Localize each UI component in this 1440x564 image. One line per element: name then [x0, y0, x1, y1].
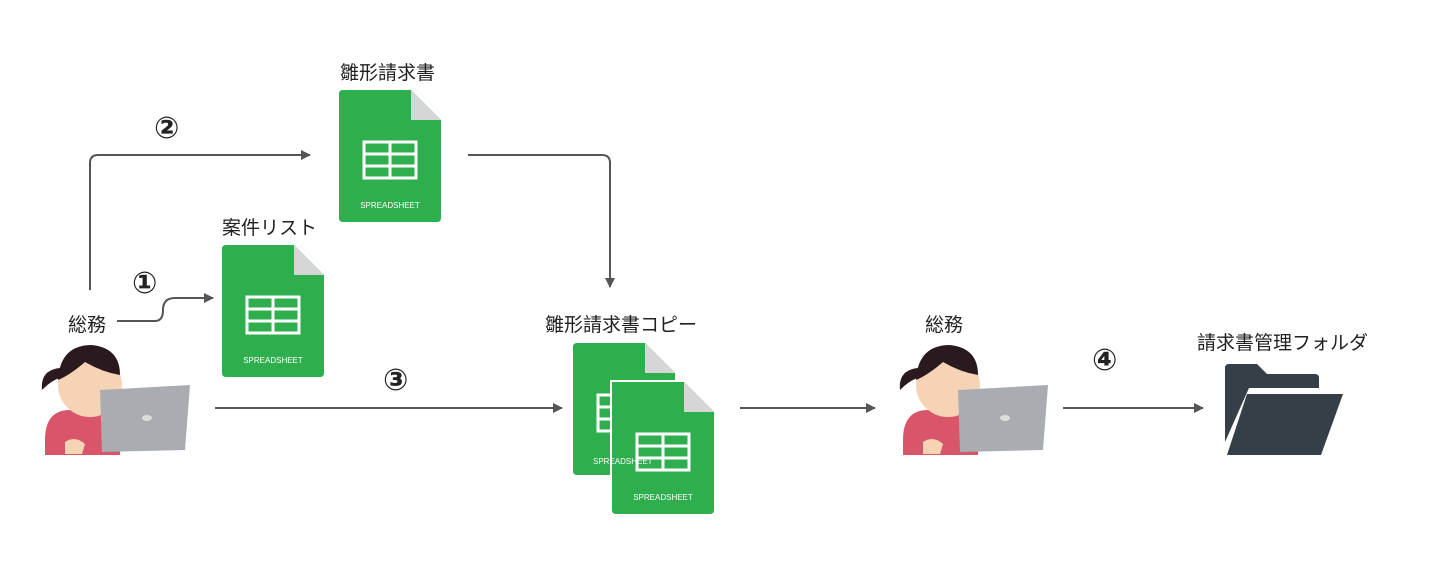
project-list-title: 案件リスト — [222, 217, 318, 239]
template-invoice-title: 雛形請求書 — [340, 62, 436, 84]
open-folder-icon — [1225, 364, 1343, 455]
spreadsheet-label-back-copy: SPREADSHEET — [593, 457, 653, 466]
project-list-spreadsheet-icon: SPREADSHEET — [222, 245, 324, 377]
template-invoice-spreadsheet-icon: SPREADSHEET — [339, 90, 441, 222]
arrow-step-1 — [117, 293, 214, 322]
spreadsheet-label: SPREADSHEET — [633, 493, 693, 502]
invoice-copy-front-spreadsheet-icon: SPREADSHEET — [610, 380, 716, 516]
spreadsheet-label: SPREADSHEET — [243, 356, 303, 365]
invoice-folder-title: 請求書管理フォルダ — [1197, 332, 1369, 354]
invoice-copy-title: 雛形請求書コピー — [545, 314, 698, 336]
staff-person-at-laptop-icon — [899, 345, 1048, 455]
arrow-step-2 — [89, 150, 311, 290]
staff-2-title: 総務 — [925, 314, 964, 336]
spreadsheet-label: SPREADSHEET — [360, 201, 420, 210]
staff-person-at-laptop-icon — [41, 345, 190, 455]
step-2-number: ② — [154, 111, 180, 146]
arrow-template-to-copy — [468, 154, 615, 288]
step-4-number: ④ — [1092, 343, 1118, 378]
step-1-number: ① — [132, 266, 158, 301]
step-3-number: ③ — [383, 363, 409, 398]
staff-1-title: 総務 — [68, 314, 107, 336]
